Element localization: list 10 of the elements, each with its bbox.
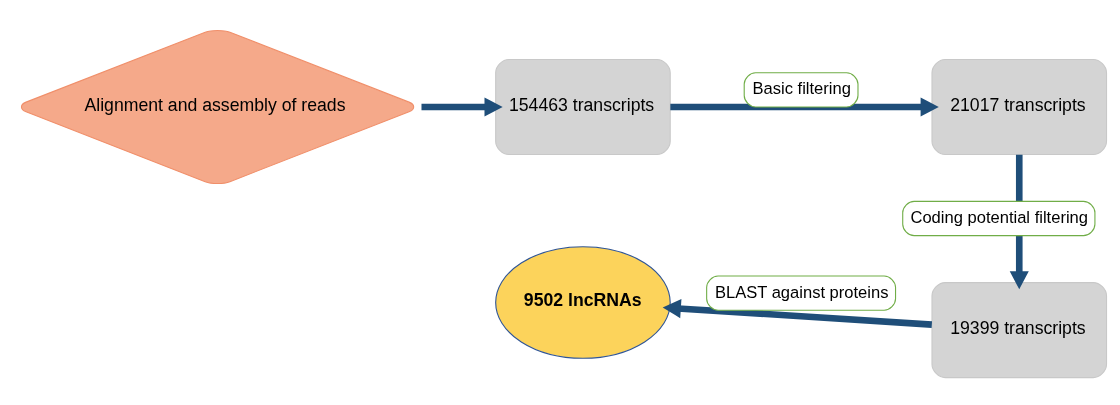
node-box: 21017 transcripts (931, 58, 1108, 155)
arrow (662, 299, 933, 328)
arrow (421, 97, 503, 117)
node-box: 154463 transcripts (495, 58, 671, 155)
edge-label: Basic filtering (752, 79, 851, 99)
node-box: 19399 transcripts (931, 282, 1108, 379)
arrow (670, 97, 939, 117)
edge-label: BLAST against proteins (714, 282, 889, 302)
node-ellipse: 9502 lncRNAs (495, 246, 671, 359)
edge-label: Coding potential filtering (910, 207, 1088, 227)
